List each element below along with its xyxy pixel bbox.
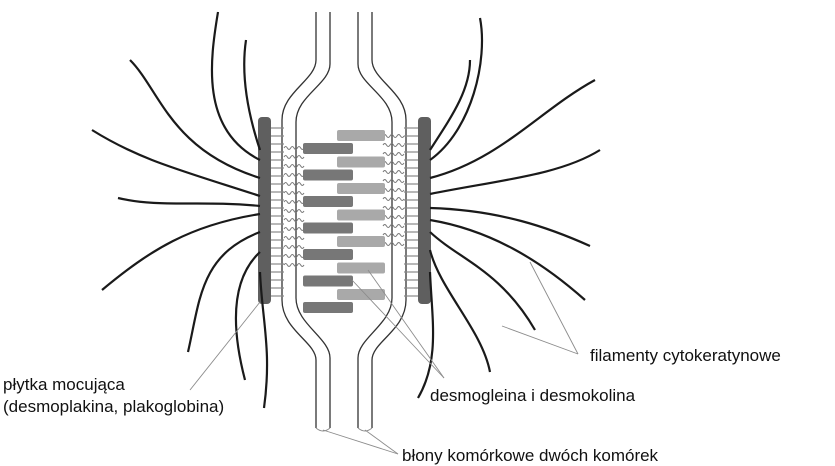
linker-spring [284,210,304,213]
desmoglein-bar [303,302,353,313]
linker-spring [383,243,404,246]
cytokeratin-filament [236,252,260,380]
linker-spring [284,174,304,177]
linker-spring [383,198,404,201]
leader-membrane-1 [323,430,398,454]
desmocollin-bar [337,289,385,300]
linker-spring [284,183,304,186]
cytokeratin-filament [430,208,590,246]
label-plaque-detail: (desmoplakina, plakoglobina) [3,397,224,416]
desmoglein-bar [303,276,353,287]
linker-spring [383,180,404,183]
linker-spring [284,201,304,204]
desmoglein-bar [303,249,353,260]
linker-spring [284,156,304,159]
linker-spring [284,264,304,267]
label-plaque: płytka mocująca [3,375,125,394]
leader-membrane-2 [365,430,398,454]
desmocollin-bar [337,263,385,274]
desmoglein-bar [303,223,353,234]
linker-spring [383,225,404,228]
desmoglein-bar [303,196,353,207]
linker-spring [284,246,304,249]
leader-plaque [190,302,260,390]
cytokeratin-filament [244,40,260,150]
linker-spring [383,207,404,210]
cytokeratin-filament [102,214,260,290]
desmoglein-bar [303,143,353,154]
desmocollin-bar [337,130,385,141]
linker-spring [383,189,404,192]
cytokeratin-filament [430,232,535,330]
desmocollin-bar [337,236,385,247]
linker-spring [284,147,304,150]
desmocollin-bar [337,210,385,221]
label-filaments: filamenty cytokeratynowe [590,346,781,365]
cytokeratin-filament [188,232,260,352]
cytokeratin-filament [130,60,260,178]
linker-spring [383,162,404,165]
linker-spring [383,135,404,138]
membrane-bracket-left [316,428,330,431]
linker-spring [383,234,404,237]
cytokeratin-filament [430,60,470,150]
cytokeratin-filament [118,198,260,206]
linker-spring [284,237,304,240]
linker-spring [383,171,404,174]
cytokeratin-filament [212,12,260,160]
linker-spring [284,255,304,258]
cytokeratin-filament [430,220,585,300]
linker-spring [284,192,304,195]
linker-spring [383,216,404,219]
desmocollin-bar [337,157,385,168]
linker-spring [284,165,304,168]
label-membranes: błony komórkowe dwóch komórek [402,446,659,465]
membrane-bracket-right [358,428,372,431]
label-cadherins: desmogleina i desmokolina [430,386,636,405]
right-attachment-plaque [418,117,431,304]
cadherin-bars [303,130,385,313]
desmoglein-bar [303,170,353,181]
linker-spring [284,219,304,222]
cytokeratin-filament [430,150,600,194]
linker-spring [383,144,404,147]
linker-spring [383,153,404,156]
leader-filament-2 [502,326,578,354]
linker-spring [284,228,304,231]
desmocollin-bar [337,183,385,194]
